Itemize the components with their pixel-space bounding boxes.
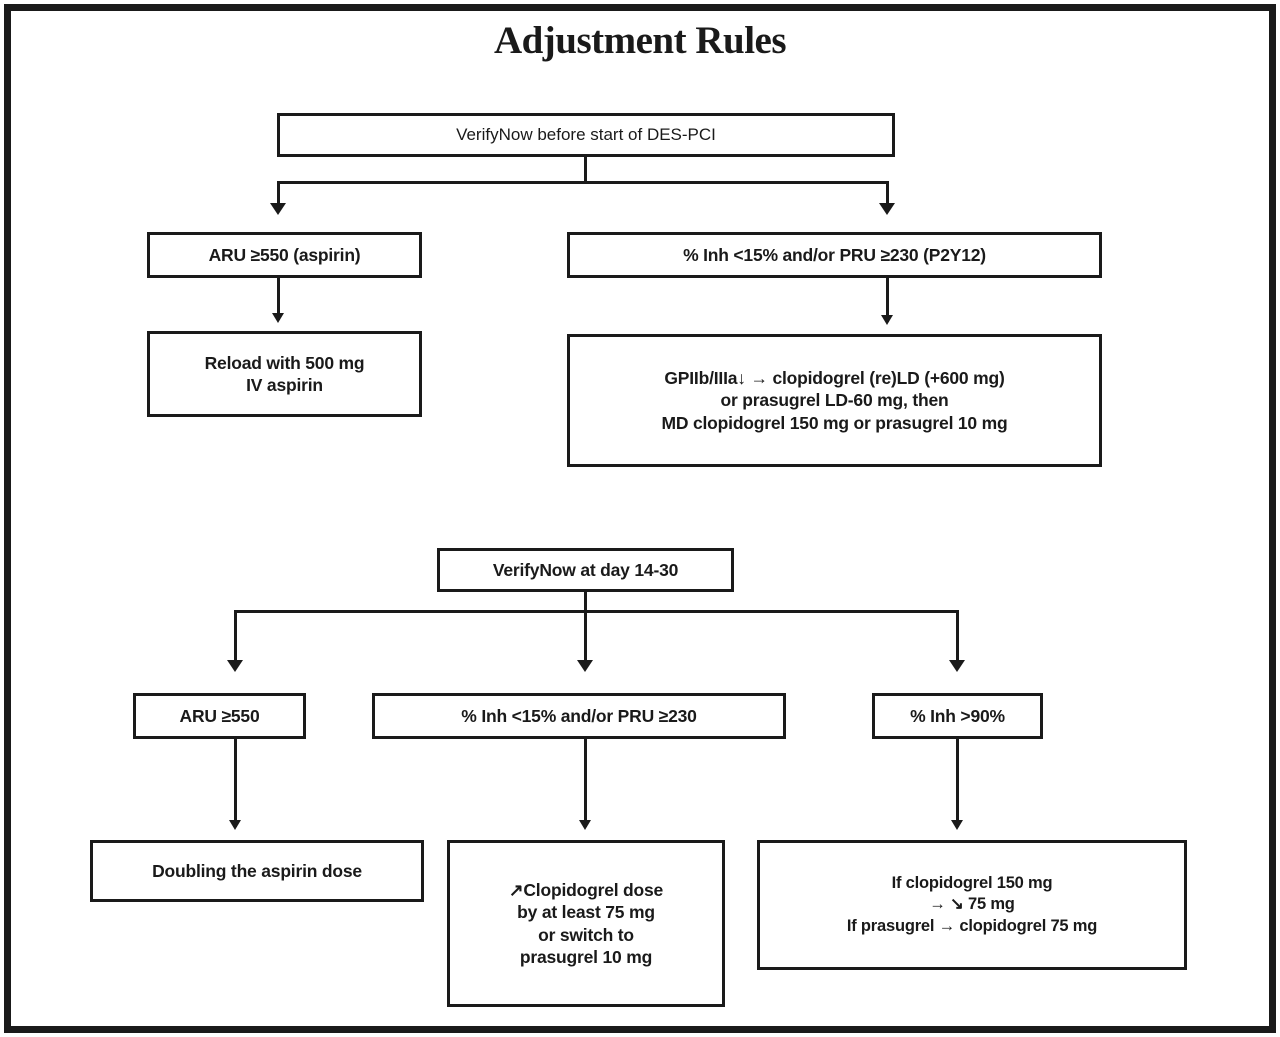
connector-root-right-drop xyxy=(886,181,889,205)
connector-day-left-drop xyxy=(234,610,237,662)
connector-root-bus xyxy=(277,181,889,184)
node-label: VerifyNow before start of DES-PCI xyxy=(456,125,716,145)
node-label: % Inh >90% xyxy=(910,705,1005,726)
node-label: ↗Clopidogrel dose by at least 75 mg or s… xyxy=(508,879,664,967)
connector-day-root-stem xyxy=(584,592,587,612)
node-condition-aru-low[interactable]: ARU ≥550 (aspirin) xyxy=(147,232,422,278)
node-label: % Inh <15% and/or PRU ≥230 xyxy=(461,705,697,726)
arrow-to-decrease-clopidogrel xyxy=(951,820,963,830)
arrow-to-aru-high xyxy=(227,660,243,672)
node-label: Doubling the aspirin dose xyxy=(152,860,362,881)
node-action-reload-aspirin[interactable]: Reload with 500 mg IV aspirin xyxy=(147,331,422,417)
node-label: ARU ≥550 (aspirin) xyxy=(208,244,361,265)
arrow-to-inh-low-day xyxy=(577,660,593,672)
node-label: Reload with 500 mg IV aspirin xyxy=(204,352,365,395)
node-label: % Inh <15% and/or PRU ≥230 (P2Y12) xyxy=(683,244,986,265)
node-condition-inh-high[interactable]: % Inh >90% xyxy=(872,693,1043,739)
arrow-to-aru-low xyxy=(270,203,286,215)
connector-inh-low-day-to-action xyxy=(584,739,587,827)
arrow-to-reload-aspirin xyxy=(272,313,284,323)
connector-day-root-bus xyxy=(234,610,959,613)
connector-root-left-drop xyxy=(277,181,280,205)
node-verifynow-before-pci[interactable]: VerifyNow before start of DES-PCI xyxy=(277,113,895,157)
connector-aru-high-to-action xyxy=(234,739,237,827)
node-label: If clopidogrel 150 mg → ↘ 75 mg If prasu… xyxy=(846,874,1098,935)
node-condition-inh-low-pru-high[interactable]: % Inh <15% and/or PRU ≥230 (P2Y12) xyxy=(567,232,1102,278)
connector-aru-low-to-action xyxy=(277,278,280,320)
connector-inh-low-to-action xyxy=(886,278,889,322)
arrow-to-double-aspirin xyxy=(229,820,241,830)
connector-day-mid-drop xyxy=(584,610,587,662)
connector-day-right-drop xyxy=(956,610,959,662)
node-action-gp-protocol[interactable]: GPIIb/IIIa↓ → clopidogrel (re)LD (+600 m… xyxy=(567,334,1102,467)
node-action-double-aspirin[interactable]: Doubling the aspirin dose xyxy=(90,840,424,902)
node-label: ARU ≥550 xyxy=(179,705,260,726)
arrow-to-inh-high xyxy=(949,660,965,672)
node-label: GPIIb/IIIa↓ → clopidogrel (re)LD (+600 m… xyxy=(661,367,1008,433)
node-action-increase-clopidogrel[interactable]: ↗Clopidogrel dose by at least 75 mg or s… xyxy=(447,840,725,1007)
page-title: Adjustment Rules xyxy=(493,19,787,62)
node-condition-aru-high[interactable]: ARU ≥550 xyxy=(133,693,306,739)
arrow-to-gp-protocol xyxy=(881,315,893,325)
arrow-to-inh-low xyxy=(879,203,895,215)
connector-inh-high-to-action xyxy=(956,739,959,827)
arrow-to-increase-clopidogrel xyxy=(579,820,591,830)
node-verifynow-day-14-30[interactable]: VerifyNow at day 14-30 xyxy=(437,548,734,592)
node-action-decrease-clopidogrel[interactable]: If clopidogrel 150 mg → ↘ 75 mg If prasu… xyxy=(757,840,1187,970)
node-condition-inh-low-day[interactable]: % Inh <15% and/or PRU ≥230 xyxy=(372,693,786,739)
connector-root-stem xyxy=(584,157,587,183)
node-label: VerifyNow at day 14-30 xyxy=(492,559,679,580)
